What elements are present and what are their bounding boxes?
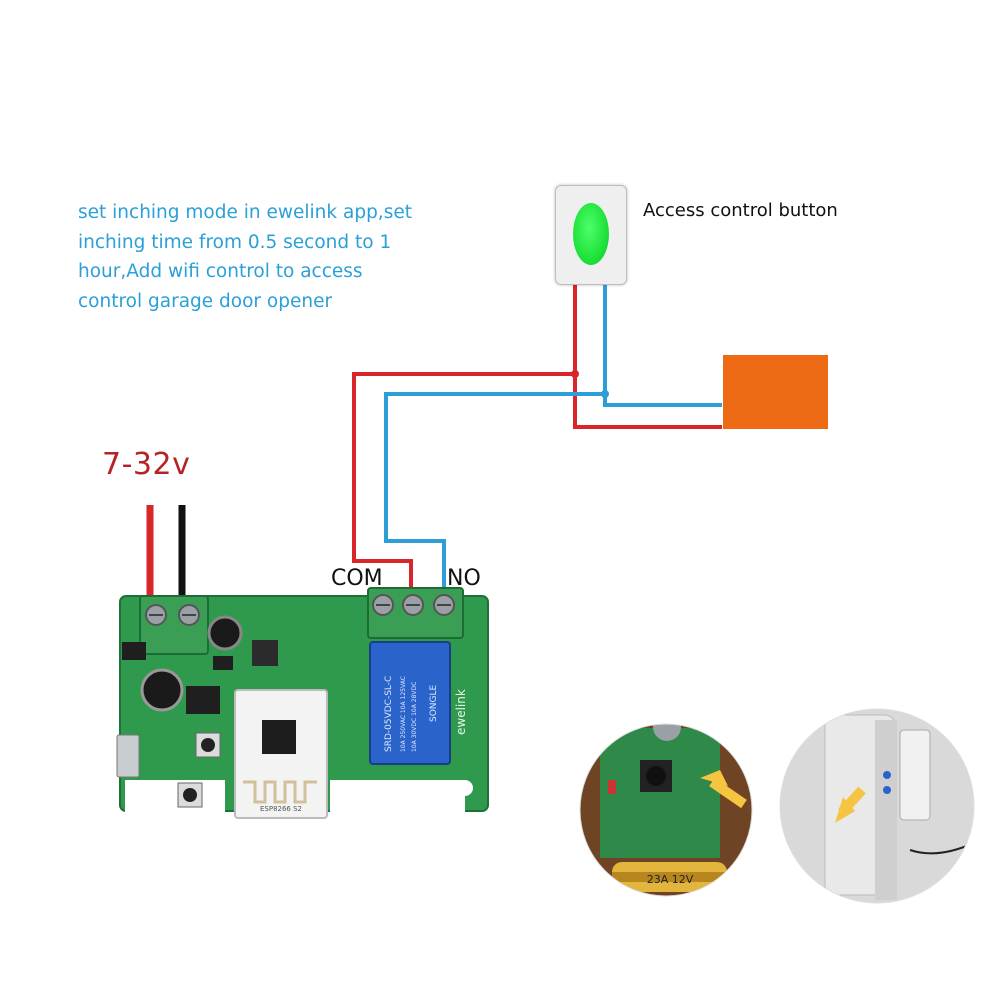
garage-door-opener-box [723, 355, 828, 429]
instructions-line-1: set inching mode in ewelink app,set [78, 202, 412, 223]
relay-board: ESP8266 S2 SONGLE SRD-05VDC-SL-C 10A 250… [116, 587, 489, 819]
wifi-module: ESP8266 S2 [234, 689, 328, 819]
relay-rating-1: 10A 250VAC 10A 125VAC [400, 676, 407, 752]
button-wire-blue [603, 283, 722, 407]
ic-chip-3 [213, 656, 233, 670]
remote-control-photo: 23A 12V [579, 723, 753, 897]
ic-chip-2 [122, 642, 146, 660]
capacitor-large [140, 668, 184, 712]
no-terminal-label: NO [447, 566, 481, 591]
opener-unit-photo [779, 708, 975, 904]
relay: SONGLE SRD-05VDC-SL-C 10A 250VAC 10A 125… [369, 641, 451, 765]
button-wire-red [573, 283, 722, 429]
relay-terminal-block [367, 587, 464, 639]
micro-usb-port [116, 734, 140, 778]
push-button-2 [177, 782, 203, 808]
relay-model: SRD-05VDC-SL-C [384, 676, 394, 752]
capacitor-top [207, 615, 243, 651]
instructions-line-2: inching time from 0.5 second to 1 [78, 231, 392, 253]
brand-text: ewelink [454, 689, 468, 735]
instructions-text: set inching mode in ewelink app,set inch… [78, 198, 458, 316]
access-button-label: Access control button [643, 200, 838, 221]
red-junction-dot [571, 370, 579, 378]
com-wire-red [352, 372, 575, 590]
voltage-label: 7-32v [102, 447, 191, 482]
inductor [252, 640, 278, 666]
no-wire-blue [384, 392, 605, 590]
blue-junction-dot [601, 390, 609, 398]
green-button-icon [573, 203, 609, 265]
power-terminal-block [139, 595, 209, 655]
battery-text: 23A 12V [647, 873, 694, 886]
instructions-line-3: hour,Add wifi control to access [78, 261, 363, 282]
relay-rating-2: 10A 30VDC 10A 28VDC [411, 682, 418, 752]
instructions-line-4: control garage door opener [78, 290, 333, 312]
relay-brand: SONGLE [429, 684, 439, 722]
module-text: ESP8266 S2 [260, 805, 302, 813]
com-terminal-label: COM [331, 566, 383, 591]
access-control-button [555, 185, 627, 285]
ic-chip-1 [186, 686, 220, 714]
